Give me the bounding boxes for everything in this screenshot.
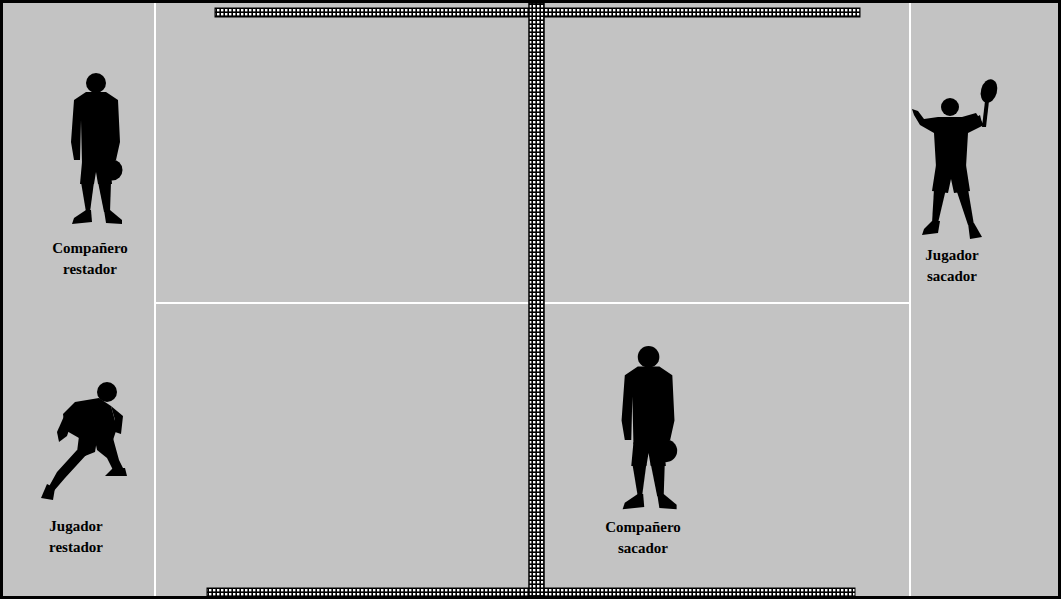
partner-receiver-figure [71,73,123,224]
partner-server-figure [622,346,678,509]
court-lines [155,3,910,596]
partner-receiver-label: Compañero restador [44,238,136,280]
receiver-figure [41,382,127,500]
server-label: Jugador sacador [906,245,998,287]
net [529,3,544,596]
server-figure [912,77,1000,239]
receiver-label: Jugador restador [30,516,122,558]
partner-server-label: Compañero sacador [597,517,689,559]
